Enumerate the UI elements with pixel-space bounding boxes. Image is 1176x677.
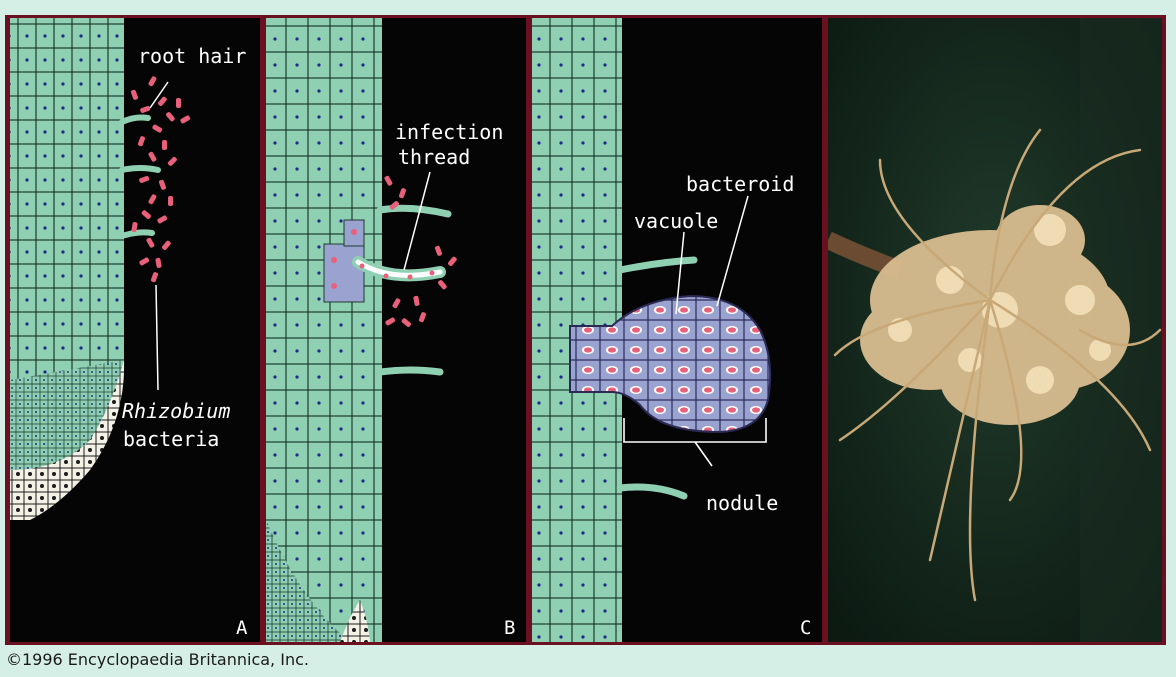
panel-b: infection thread B	[266, 18, 526, 642]
panel-a: root hair Rhizobium bacteria A	[10, 18, 260, 642]
panel-letter-c: C	[800, 617, 811, 639]
bacteroid-label: bacteroid	[686, 172, 794, 196]
vacuole-label: vacuole	[634, 209, 718, 233]
copyright-notice: ©1996 Encyclopaedia Britannica, Inc.	[6, 650, 309, 669]
panel-letter-a: A	[236, 617, 248, 639]
root-hair-label: root hair	[138, 44, 246, 68]
rhizobium-label: Rhizobium	[122, 399, 230, 423]
panel-letter-b: B	[504, 617, 515, 639]
thread-label: thread	[398, 145, 470, 169]
bacteria-label: bacteria	[123, 427, 219, 451]
root-tissue-b	[266, 18, 382, 642]
infection-label: infection	[395, 120, 503, 144]
nodule-label: nodule	[706, 491, 778, 515]
panel-c: bacteroid vacuole nodule C	[532, 18, 822, 642]
root-nodules-photo	[828, 18, 1162, 642]
